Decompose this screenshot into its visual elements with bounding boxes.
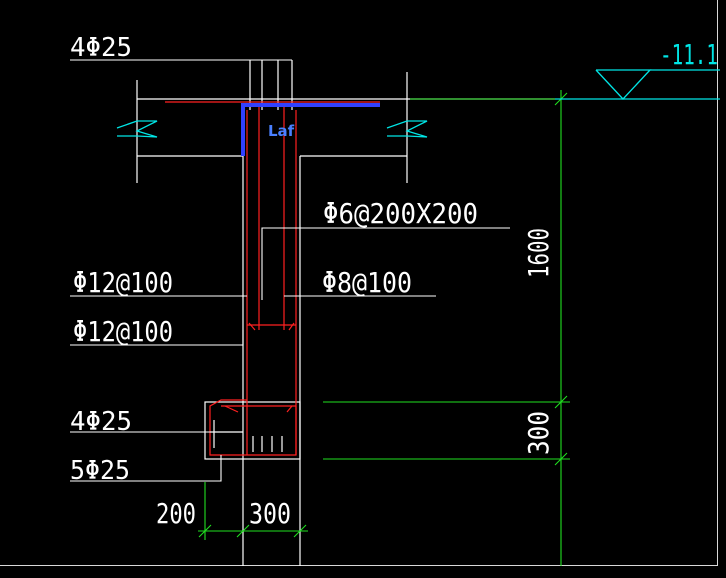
dim-text-ledge-width: 200: [156, 497, 196, 530]
rebar: [165, 101, 380, 456]
leader-beam-bottom: [70, 455, 222, 482]
ledge-stirrup: [209, 399, 297, 456]
break-symbol-left: [116, 120, 158, 138]
tie-hook-left: [248, 322, 256, 331]
laf-anchorage: [241, 103, 380, 156]
label-beam-bottom-bars: 5Φ25: [70, 456, 130, 486]
tick-h-left: [198, 524, 212, 538]
leader-left-stirrup-2: [70, 330, 244, 346]
tie-hook-right: [288, 322, 295, 331]
dim-text-wall-width: 300: [249, 497, 291, 530]
elevation-text: -11.1: [660, 38, 718, 71]
break-symbol-right: [386, 120, 428, 138]
leader-lines: [70, 59, 510, 482]
break-symbols: [116, 120, 428, 138]
label-left-stirrup: Φ12@100: [73, 266, 173, 299]
ledge-hook-right: [286, 405, 293, 413]
dim-text-wall-height: 1600: [522, 228, 555, 278]
leader-ties: [261, 227, 510, 300]
label-left-stirrup-2: Φ12@100: [73, 315, 173, 348]
elevation-marker: [555, 69, 720, 100]
beam-ledge-outline: [204, 401, 301, 460]
tick-h-mid: [236, 524, 250, 538]
tick-h-right: [293, 524, 307, 538]
slab: [136, 72, 555, 183]
dim-text-beam-height: 300: [522, 411, 555, 455]
elevation-triangle: [595, 69, 652, 100]
label-laf: Laf: [268, 122, 295, 140]
ledge-hook-left: [224, 405, 239, 413]
label-right-stirrup: Φ8@100: [322, 266, 412, 299]
tick-bottom: [554, 452, 568, 466]
label-beam-top-bars: 4Φ25: [70, 407, 132, 437]
laf-bar: [241, 103, 380, 156]
label-top-bars: 4Φ25: [70, 33, 132, 63]
label-ties: Φ6@200X200: [323, 197, 478, 230]
tick-mid: [554, 395, 568, 409]
dimension-lines: [198, 90, 570, 566]
ledge-bars: [210, 420, 283, 452]
viewport-frame: [0, 0, 718, 566]
